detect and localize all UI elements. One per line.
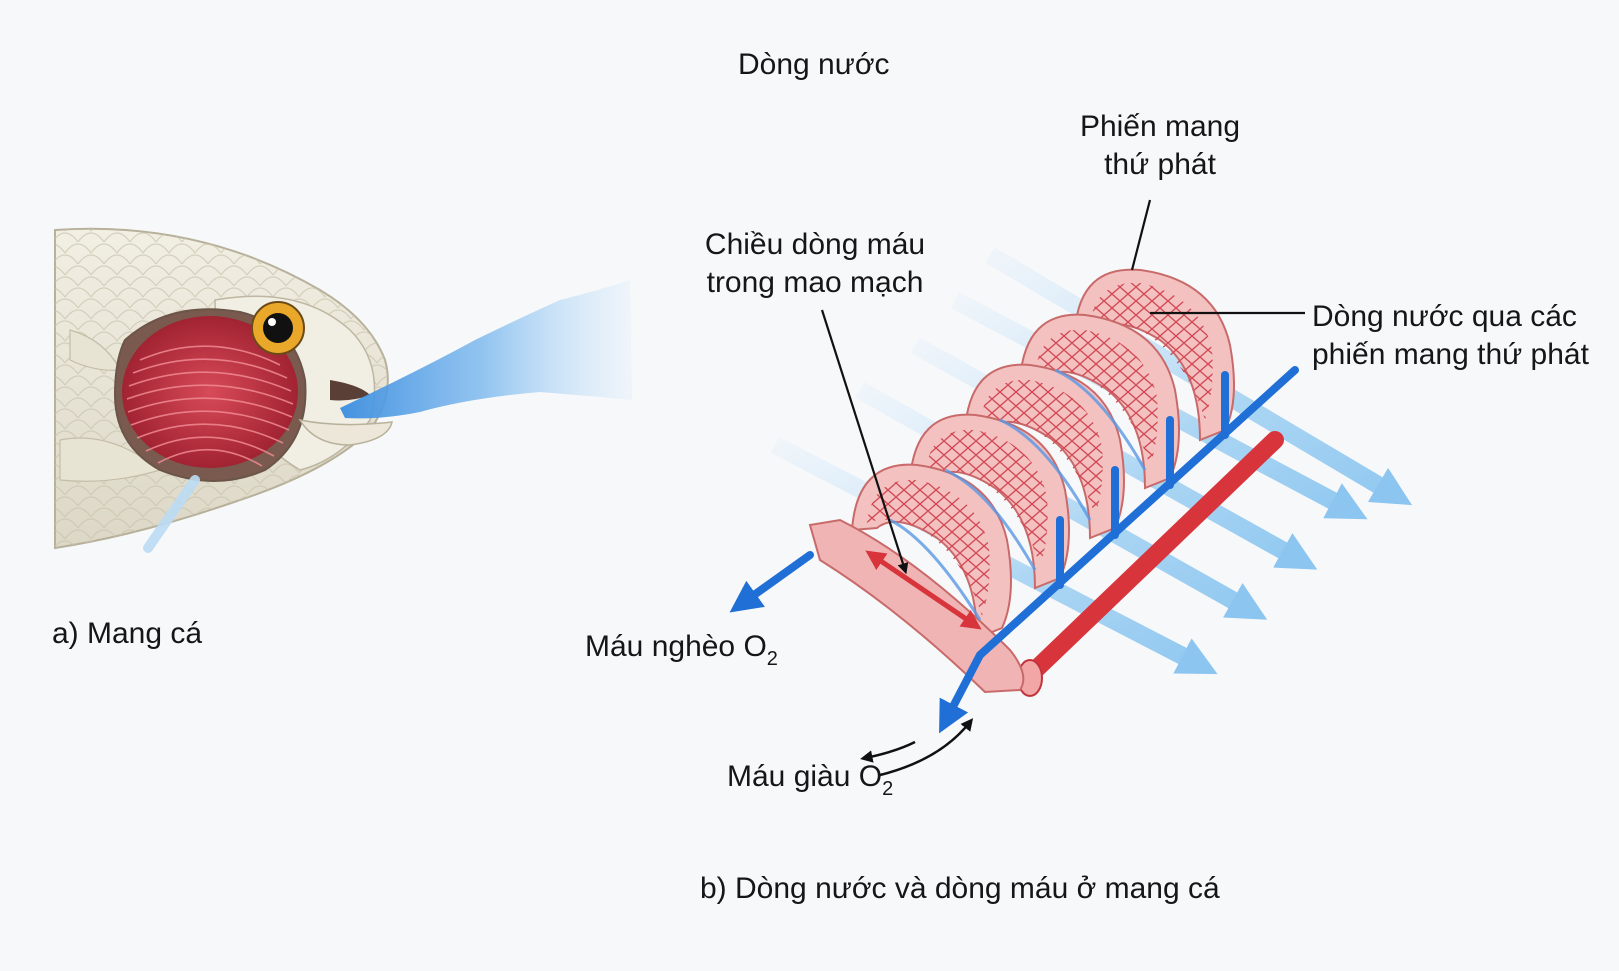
lamella — [850, 463, 1012, 640]
caption-a: a) Mang cá — [52, 617, 203, 650]
lamella — [963, 363, 1125, 540]
lamella — [1018, 313, 1180, 490]
water-flow-arrow-icon — [340, 280, 632, 419]
oxygenated-vessel — [1021, 431, 1284, 684]
deoxygenated-vessel — [729, 366, 1299, 734]
leader-lines — [820, 199, 1305, 575]
blood-direction-label: Chiều dòng máu trong mao mạch — [704, 228, 926, 299]
counter-current-arrow-icon — [860, 718, 974, 777]
blood-direction-arrow — [865, 550, 982, 630]
blood-rich-o2-label: Máu giàu O2 — [727, 760, 894, 800]
secondary-lamellae-label: Phiến mang thứ phát — [1079, 110, 1241, 181]
lamella — [908, 413, 1070, 590]
blood-poor-o2-label: Máu nghèo O2 — [585, 630, 778, 670]
water-through-lamellae-label: Dòng nước qua các phiến mang thứ phát — [1312, 300, 1589, 371]
water-exit-arrow-icon — [143, 475, 200, 553]
caption-b: b) Dòng nước và dòng máu ở mang cá — [700, 872, 1220, 905]
fish-head-icon — [54, 227, 393, 550]
water-flow-label: Dòng nước — [738, 48, 890, 81]
